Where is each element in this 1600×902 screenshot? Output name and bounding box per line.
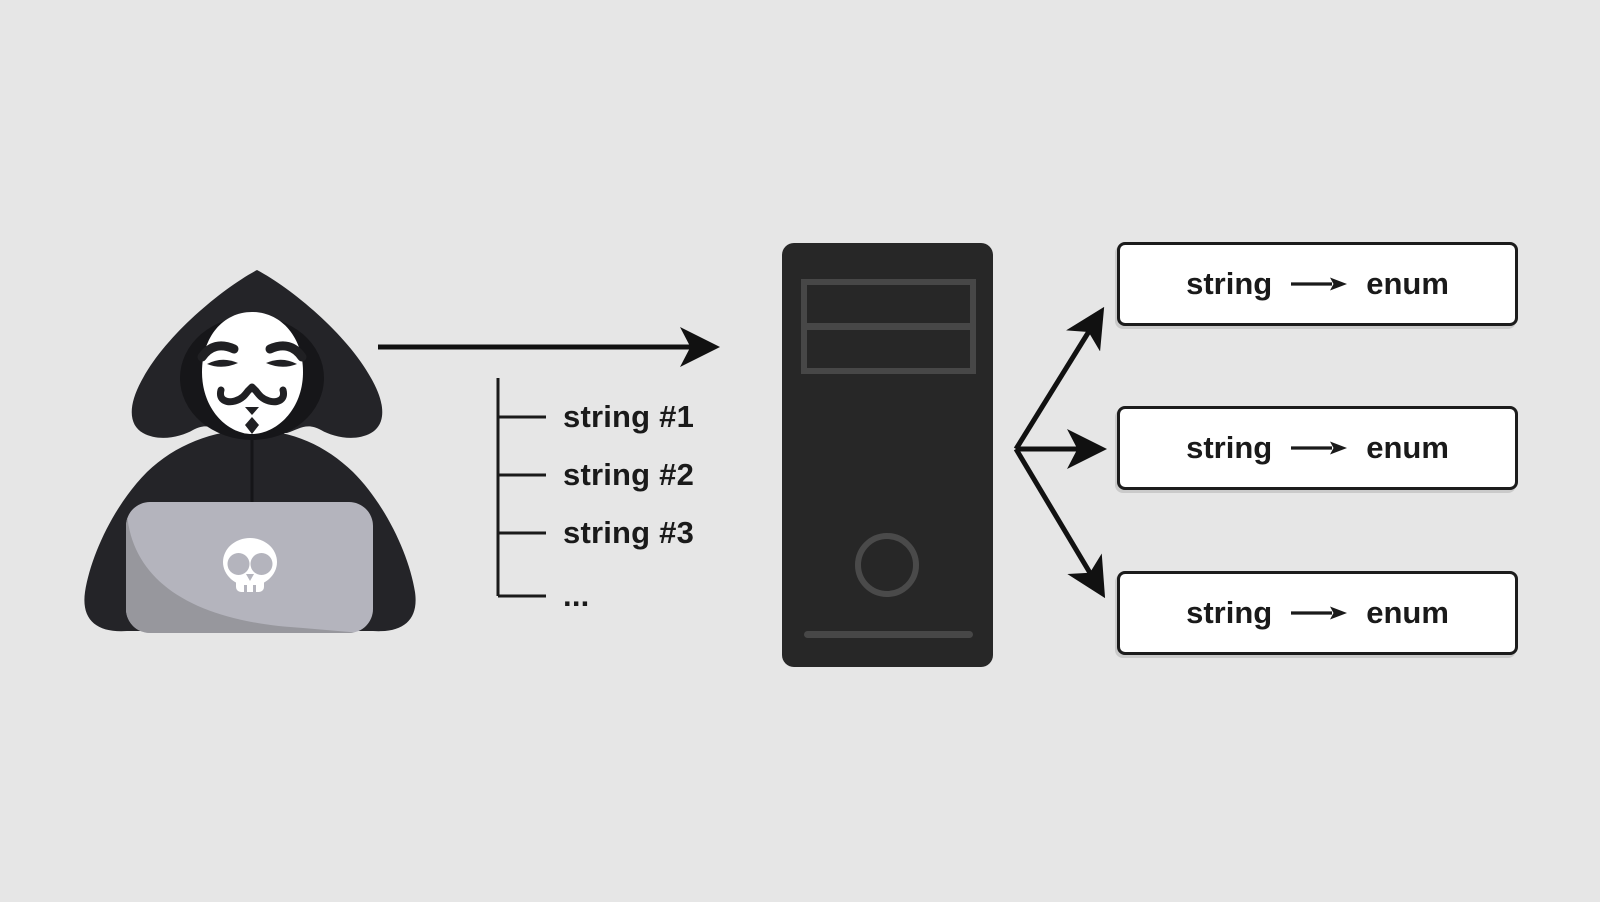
fan-arrow-top (1013, 306, 1105, 451)
mapping-box-1: string enum (1117, 242, 1518, 326)
mapping-to-label: enum (1366, 430, 1449, 465)
mask-goatee (245, 417, 259, 434)
server-tower-icon (782, 243, 993, 667)
server-slot (804, 631, 973, 638)
mapping-from-label: string (1186, 430, 1273, 465)
fan-arrow-bottom (1013, 447, 1106, 599)
mapping-box-2: string enum (1117, 406, 1518, 490)
input-string-label-more: ... (563, 578, 590, 613)
server-bay-divider (807, 323, 970, 330)
input-string-label-1: string #1 (563, 399, 695, 434)
mapping-from-label: string (1186, 266, 1273, 301)
hacker-illustration (84, 270, 416, 633)
input-list-bracket (496, 378, 546, 598)
mapping-to-label: enum (1366, 595, 1449, 630)
mask-eyebrows (197, 341, 239, 362)
right-arrow-icon (1291, 441, 1348, 455)
mask-mustache (216, 383, 288, 406)
hacker-mask (197, 312, 307, 434)
right-arrow-icon (1291, 606, 1348, 620)
mapping-to-label: enum (1366, 266, 1449, 301)
server-drive-bays (801, 279, 976, 374)
mapping-box-3: string enum (1117, 571, 1518, 655)
skull-icon (223, 538, 277, 592)
fan-arrows (1013, 306, 1107, 599)
mask-eyes (207, 359, 238, 367)
mapping-from-label: string (1186, 595, 1273, 630)
input-string-label-3: string #3 (563, 515, 695, 550)
input-string-label-2: string #2 (563, 457, 695, 492)
server-power-button (855, 533, 919, 597)
right-arrow-icon (1291, 277, 1348, 291)
laptop (126, 502, 373, 633)
